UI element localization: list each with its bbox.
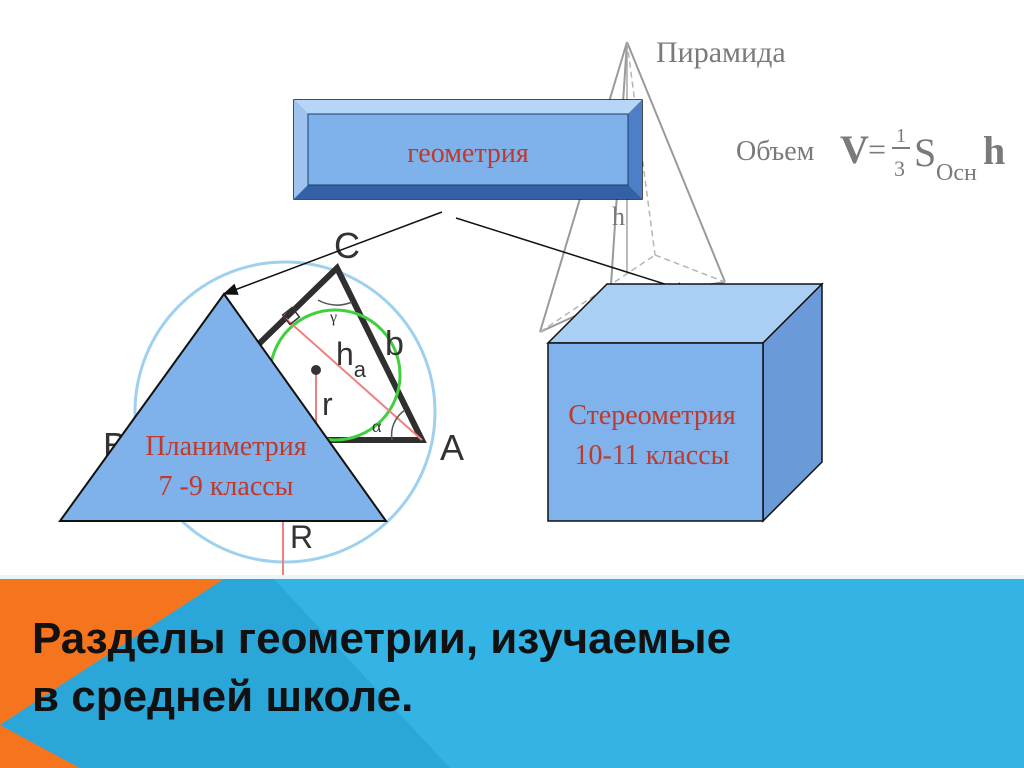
pyramid-height-label: h	[612, 202, 625, 231]
circumcircle	[133, 260, 437, 564]
slide-title-line2: в средней школе.	[32, 672, 414, 721]
angle-gamma-arc	[317, 299, 353, 306]
side-b-label: b	[385, 325, 404, 363]
angle-gamma-label: γ	[329, 309, 337, 326]
root-geometry-box[interactable]: геометрия	[293, 99, 643, 200]
formula-s: S	[914, 130, 936, 175]
circumradius-label: R	[290, 519, 313, 555]
formula-denominator: 3	[894, 156, 905, 181]
volume-formula: Объем V = 1 3 S Осн h	[736, 125, 1005, 186]
planimetry-label-line1: Планиметрия	[145, 431, 306, 462]
formula-h: h	[983, 128, 1005, 173]
right-angle-mark	[281, 306, 301, 326]
slide-title: Разделы геометрии, изучаемые в средней ш…	[32, 610, 992, 726]
vertex-c-label: C	[334, 225, 360, 266]
slide-title-line1: Разделы геометрии, изучаемые	[32, 614, 732, 663]
angle-alpha-arc	[390, 409, 406, 441]
arrow-to-stereometry	[455, 217, 692, 294]
title-band	[0, 575, 1024, 768]
volume-label: Объем	[736, 136, 815, 167]
cube-front-face	[547, 342, 764, 522]
stereometry-cube[interactable]: Стереометрия 10-11 классы	[546, 282, 824, 523]
angle-alpha-label: α	[372, 416, 382, 436]
pyramid-title: Пирамида	[656, 36, 786, 69]
root-geometry-label: геометрия	[407, 138, 529, 169]
formula-subscript: Осн	[936, 160, 977, 186]
formula-equals: =	[868, 131, 886, 167]
vertex-a-label: A	[440, 427, 464, 468]
formula-numerator: 1	[896, 125, 906, 147]
planimetry-label-line2: 7 -9 классы	[159, 471, 294, 502]
height-segment	[284, 317, 423, 441]
stereometry-label-line2: 10-11 классы	[575, 440, 730, 471]
height-label: ha	[336, 336, 367, 382]
arrow-to-planimetry	[222, 211, 443, 295]
stereometry-label-line1: Стереометрия	[568, 400, 736, 431]
formula-v: V	[840, 127, 869, 172]
incenter-dot	[311, 365, 321, 375]
inradius-label: r	[322, 386, 333, 422]
planimetry-shape[interactable]: Планиметрия 7 -9 классы	[58, 292, 388, 522]
